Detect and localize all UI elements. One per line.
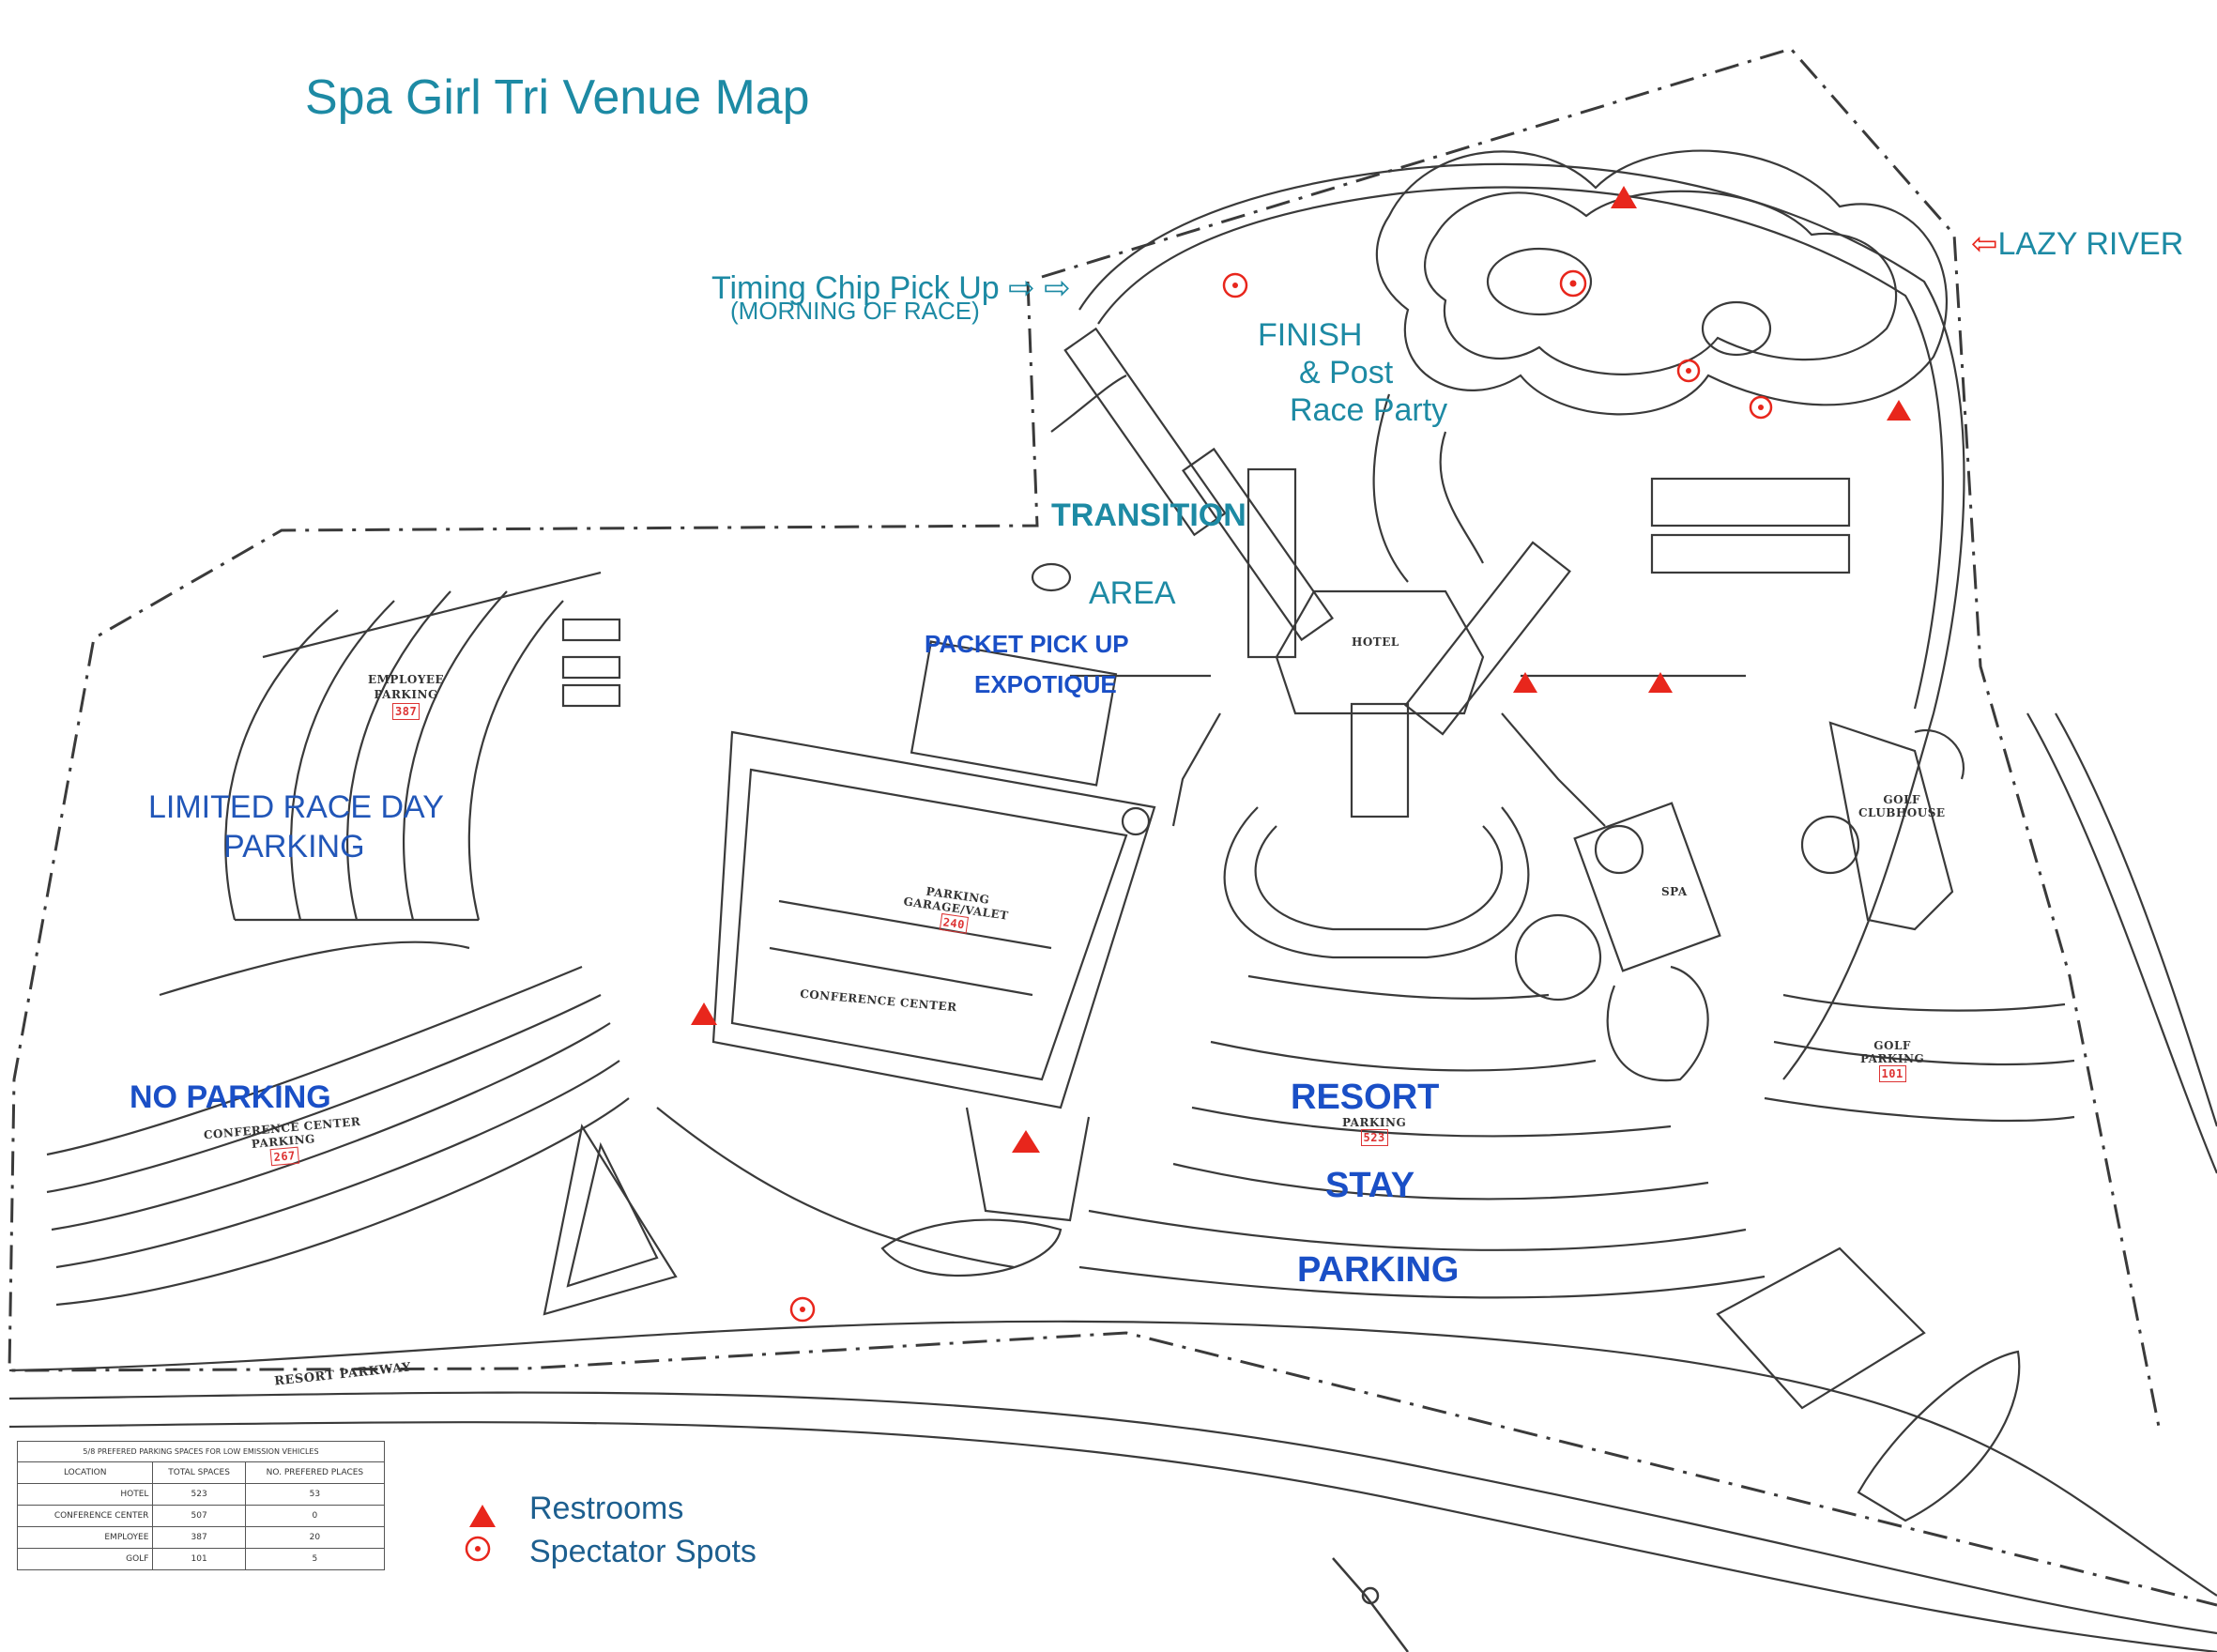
hotel-drive <box>1254 825 1504 931</box>
spectator-dots <box>475 280 1764 1552</box>
target-icon <box>475 1546 481 1552</box>
golf-parking-lot <box>1764 993 2075 1123</box>
table-cell: 20 <box>244 1526 386 1549</box>
golf-clubhouse-line-1: GOLF <box>1883 793 1921 806</box>
legend-spectator: Spectator Spots <box>529 1536 757 1568</box>
employee-parking-count: 387 <box>392 703 420 720</box>
table-header: LOCATION <box>16 1461 154 1484</box>
resort-label: RESORT <box>1291 1078 1440 1117</box>
conference-parking-count: 267 <box>269 1146 299 1167</box>
legend-restrooms: Restrooms <box>529 1492 683 1524</box>
golf-parking-line-1: GOLF <box>1873 1039 1911 1052</box>
table-header: NO. PREFERED PLACES <box>244 1461 386 1484</box>
arrow-left-icon: ⇦ <box>1971 226 1998 262</box>
resort-stay-lots <box>1078 974 1766 1299</box>
parking-table: 5/8 PREFERED PARKING SPACES FOR LOW EMIS… <box>16 1441 386 1570</box>
finish-label-3: Race Party <box>1290 392 1448 428</box>
legend-spectator-text: Spectator Spots <box>529 1534 757 1569</box>
parking-label: PARKING <box>1297 1250 1460 1290</box>
finish-label-2: & Post <box>1299 355 1394 390</box>
lazy-river-label: ⇦LAZY RIVER <box>1971 228 2183 260</box>
triangle-icon <box>1887 400 1911 421</box>
table-cell: 53 <box>244 1483 386 1506</box>
spectator-markers <box>465 269 1773 1562</box>
table-cell: 5 <box>244 1548 386 1570</box>
target-icon <box>800 1307 805 1312</box>
conference-parking-lots <box>46 941 678 1316</box>
resort-parking-count: 523 <box>1360 1129 1388 1146</box>
golf-parking-plan-label: GOLF PARKING 101 <box>1860 1039 1925 1082</box>
triangle-icon <box>1513 672 1537 693</box>
resort-parkway-road <box>8 1391 2217 1635</box>
packet-pickup-label: PACKET PICK UP <box>925 630 1129 658</box>
spa-building <box>1514 802 1721 1082</box>
hotel-building <box>1063 327 1851 827</box>
target-icon <box>1686 368 1691 374</box>
employee-parking-line-1: EMPLOYEE <box>368 673 445 686</box>
table-cell: 101 <box>152 1548 246 1570</box>
target-icon <box>1569 280 1577 287</box>
employee-parking-line-2: PARKING <box>374 688 438 701</box>
map-title: Spa Girl Tri Venue Map <box>305 70 810 125</box>
spa-plan-label: SPA <box>1661 885 1688 898</box>
triangle-icon <box>691 1002 717 1025</box>
triangle-icon <box>469 1505 496 1527</box>
conference-center-building <box>711 640 1156 1222</box>
compass <box>1332 1557 1409 1652</box>
hotel-plan-label: HOTEL <box>1352 635 1399 649</box>
no-parking-label: NO PARKING <box>130 1079 331 1115</box>
triangle-icon <box>1611 186 1637 208</box>
golf-clubhouse-building <box>1800 721 1965 931</box>
table-cell: 387 <box>152 1526 246 1549</box>
table-cell: EMPLOYEE <box>16 1526 154 1549</box>
legend-restrooms-text: Restrooms <box>529 1491 684 1526</box>
area-label: AREA <box>1089 575 1176 611</box>
limited-race-day-lots <box>224 571 621 922</box>
expotique-label: EXPOTIQUE <box>974 670 1117 698</box>
table-row: GOLF 101 5 <box>16 1548 386 1570</box>
property-boundary <box>8 47 2217 1607</box>
table-header-row: LOCATION TOTAL SPACES NO. PREFERED PLACE… <box>16 1461 386 1484</box>
interior-ring-road <box>1078 162 1965 1080</box>
golf-clubhouse-line-2: CLUBHOUSE <box>1858 806 1946 819</box>
triangle-icon <box>1648 672 1673 693</box>
table-cell: HOTEL <box>16 1483 154 1506</box>
employee-parking-plan-label: EMPLOYEE PARKING 387 <box>368 673 445 720</box>
table-header: TOTAL SPACES <box>152 1461 246 1484</box>
table-cell: 0 <box>244 1505 386 1527</box>
table-cell: CONFERENCE CENTER <box>16 1505 154 1527</box>
limited-parking-label-1: LIMITED RACE DAY <box>148 789 444 825</box>
timing-chip-sublabel: (MORNING OF RACE) <box>730 297 980 325</box>
golf-parking-count: 101 <box>1878 1065 1906 1082</box>
timing-chip-text: Timing Chip Pick Up <box>711 270 1000 306</box>
table-cell: GOLF <box>16 1548 154 1570</box>
table-cell: 507 <box>152 1505 246 1527</box>
parking-table-caption: 5/8 PREFERED PARKING SPACES FOR LOW EMIS… <box>17 1441 385 1461</box>
table-cell: 523 <box>152 1483 246 1506</box>
target-icon <box>1758 405 1764 410</box>
stay-label: STAY <box>1325 1166 1415 1205</box>
garage-count: 240 <box>939 912 970 934</box>
table-row: EMPLOYEE 387 20 <box>16 1526 386 1549</box>
restroom-markers <box>469 186 1911 1527</box>
target-icon <box>1232 283 1238 288</box>
timing-chip-label: Timing Chip Pick Up ⇨ ⇨ <box>711 272 1071 304</box>
finish-label-1: FINISH <box>1258 317 1363 353</box>
resort-parking-line: PARKING <box>1342 1116 1407 1129</box>
table-row: HOTEL 523 53 <box>16 1483 386 1506</box>
limited-parking-label-2: PARKING <box>223 829 365 864</box>
transition-label: TRANSITION <box>1051 497 1246 533</box>
lazy-river-channel <box>1375 149 1948 416</box>
resort-parking-plan-label: PARKING 523 <box>1342 1116 1407 1146</box>
golf-parking-line-2: PARKING <box>1860 1052 1925 1065</box>
triangle-icon <box>1012 1130 1040 1153</box>
lazy-river-text: LAZY RIVER <box>1997 226 2184 262</box>
golf-clubhouse-plan-label: GOLF CLUBHOUSE <box>1858 794 1946 818</box>
table-row: CONFERENCE CENTER 507 0 <box>16 1505 386 1527</box>
tennis-courts <box>1716 1247 1926 1410</box>
arrow-right-icon: ⇨ ⇨ <box>1008 270 1071 306</box>
pond <box>1857 1350 2021 1522</box>
